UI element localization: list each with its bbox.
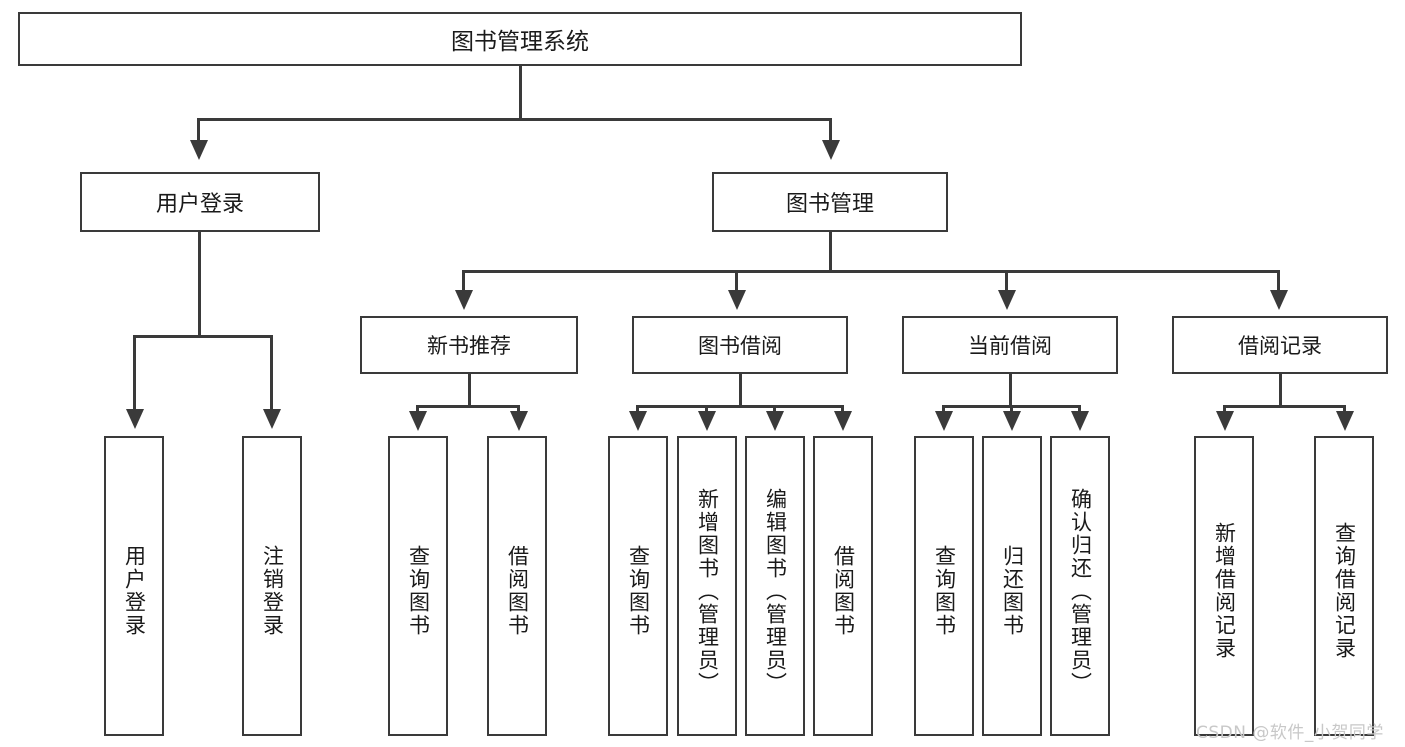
connector-root-stem bbox=[519, 66, 522, 118]
leaf-bb-borrow-book[interactable]: 借阅图书 bbox=[813, 436, 873, 736]
leaf-label: 查询图书 bbox=[932, 545, 957, 637]
node-root-library-management-system[interactable]: 图书管理系统 bbox=[18, 12, 1022, 66]
arrow-to-bb-leaf-1 bbox=[629, 411, 647, 431]
arrow-to-logout-leaf bbox=[263, 409, 281, 429]
connector-cb-stem bbox=[1009, 374, 1012, 405]
leaf-label: 借阅图书 bbox=[831, 545, 856, 637]
leaf-cb-return-book[interactable]: 归还图书 bbox=[982, 436, 1042, 736]
leaf-label: 用户登录 bbox=[122, 545, 147, 637]
node-label: 图书管理 bbox=[785, 192, 874, 217]
connector-nbr-stem bbox=[468, 374, 471, 405]
connector-user-login-drop-2 bbox=[270, 335, 273, 411]
node-label: 图书管理系统 bbox=[451, 29, 589, 55]
connector-br-drop-1 bbox=[1223, 405, 1226, 413]
node-label: 当前借阅 bbox=[968, 334, 1052, 358]
connector-bb-drop-1 bbox=[636, 405, 639, 413]
arrow-to-br-leaf-2 bbox=[1336, 411, 1354, 431]
leaf-label: 查询借阅记录 bbox=[1332, 522, 1357, 660]
leaf-label: 查询图书 bbox=[406, 545, 431, 637]
leaf-logout[interactable]: 注销登录 bbox=[242, 436, 302, 736]
connector-nbr-bus bbox=[416, 405, 520, 408]
arrow-to-cb-leaf-3 bbox=[1071, 411, 1089, 431]
arrow-to-cb-leaf-2 bbox=[1003, 411, 1021, 431]
arrow-to-bb-leaf-2 bbox=[698, 411, 716, 431]
arrow-to-book-management bbox=[822, 140, 840, 160]
node-new-book-recommend[interactable]: 新书推荐 bbox=[360, 316, 578, 374]
connector-bm-drop-4 bbox=[1277, 270, 1280, 292]
connector-root-drop-right bbox=[829, 118, 832, 142]
connector-bm-drop-1 bbox=[462, 270, 465, 292]
leaf-label: 借阅图书 bbox=[505, 545, 530, 637]
leaf-label: 确认归还（管理员） bbox=[1068, 487, 1093, 695]
leaf-label: 编辑图书（管理员） bbox=[763, 487, 788, 695]
node-borrow-record[interactable]: 借阅记录 bbox=[1172, 316, 1388, 374]
arrow-to-nbr-leaf-1 bbox=[409, 411, 427, 431]
arrow-to-bb-leaf-3 bbox=[766, 411, 784, 431]
connector-bb-drop-3 bbox=[773, 405, 776, 413]
leaf-cb-query-book[interactable]: 查询图书 bbox=[914, 436, 974, 736]
connector-bb-drop-2 bbox=[705, 405, 708, 413]
arrow-to-br-leaf-1 bbox=[1216, 411, 1234, 431]
arrow-to-nbr-leaf-2 bbox=[510, 411, 528, 431]
connector-root-bus bbox=[197, 118, 831, 121]
connector-bb-drop-4 bbox=[841, 405, 844, 413]
connector-br-drop-2 bbox=[1343, 405, 1346, 413]
connector-book-management-stem bbox=[829, 232, 832, 270]
connector-bm-drop-3 bbox=[1005, 270, 1008, 292]
arrow-to-current-borrow bbox=[998, 290, 1016, 310]
connector-user-login-stem bbox=[198, 232, 201, 335]
connector-root-drop-left bbox=[197, 118, 200, 142]
connector-br-stem bbox=[1279, 374, 1282, 405]
connector-cb-drop-2 bbox=[1010, 405, 1013, 413]
node-label: 用户登录 bbox=[155, 192, 244, 217]
leaf-bb-add-book-admin[interactable]: 新增图书（管理员） bbox=[677, 436, 737, 736]
leaf-br-add-record[interactable]: 新增借阅记录 bbox=[1194, 436, 1254, 736]
leaf-label: 归还图书 bbox=[1000, 545, 1025, 637]
connector-cb-drop-1 bbox=[942, 405, 945, 413]
leaf-nbr-query-book[interactable]: 查询图书 bbox=[388, 436, 448, 736]
connector-user-login-bus bbox=[133, 335, 272, 338]
arrow-to-user-login-leaf bbox=[126, 409, 144, 429]
leaf-label: 查询图书 bbox=[626, 545, 651, 637]
arrow-to-cb-leaf-1 bbox=[935, 411, 953, 431]
node-label: 借阅记录 bbox=[1238, 334, 1322, 358]
leaf-bb-query-book[interactable]: 查询图书 bbox=[608, 436, 668, 736]
leaf-br-query-record[interactable]: 查询借阅记录 bbox=[1314, 436, 1374, 736]
leaf-label: 注销登录 bbox=[260, 545, 285, 637]
connector-nbr-drop-2 bbox=[517, 405, 520, 413]
node-user-login[interactable]: 用户登录 bbox=[80, 172, 320, 232]
arrow-to-new-book-recommend bbox=[455, 290, 473, 310]
connector-book-management-bus bbox=[462, 270, 1280, 273]
node-label: 新书推荐 bbox=[427, 334, 511, 358]
leaf-nbr-borrow-book[interactable]: 借阅图书 bbox=[487, 436, 547, 736]
connector-bb-bus bbox=[636, 405, 844, 408]
connector-cb-drop-3 bbox=[1078, 405, 1081, 413]
node-book-borrow[interactable]: 图书借阅 bbox=[632, 316, 848, 374]
arrow-to-borrow-record bbox=[1270, 290, 1288, 310]
arrow-to-book-borrow bbox=[728, 290, 746, 310]
node-label: 图书借阅 bbox=[698, 334, 782, 358]
arrow-to-bb-leaf-4 bbox=[834, 411, 852, 431]
leaf-label: 新增图书（管理员） bbox=[695, 487, 720, 695]
connector-user-login-drop-1 bbox=[133, 335, 136, 411]
leaf-cb-confirm-return-admin[interactable]: 确认归还（管理员） bbox=[1050, 436, 1110, 736]
leaf-user-login[interactable]: 用户登录 bbox=[104, 436, 164, 736]
csdn-watermark: CSDN @软件_小贺同学 bbox=[1196, 723, 1384, 743]
connector-bm-drop-2 bbox=[735, 270, 738, 292]
connector-bb-stem bbox=[739, 374, 742, 405]
arrow-to-user-login bbox=[190, 140, 208, 160]
node-book-management[interactable]: 图书管理 bbox=[712, 172, 948, 232]
connector-nbr-drop-1 bbox=[416, 405, 419, 413]
leaf-bb-edit-book-admin[interactable]: 编辑图书（管理员） bbox=[745, 436, 805, 736]
node-current-borrow[interactable]: 当前借阅 bbox=[902, 316, 1118, 374]
connector-br-bus bbox=[1223, 405, 1345, 408]
leaf-label: 新增借阅记录 bbox=[1212, 522, 1237, 660]
